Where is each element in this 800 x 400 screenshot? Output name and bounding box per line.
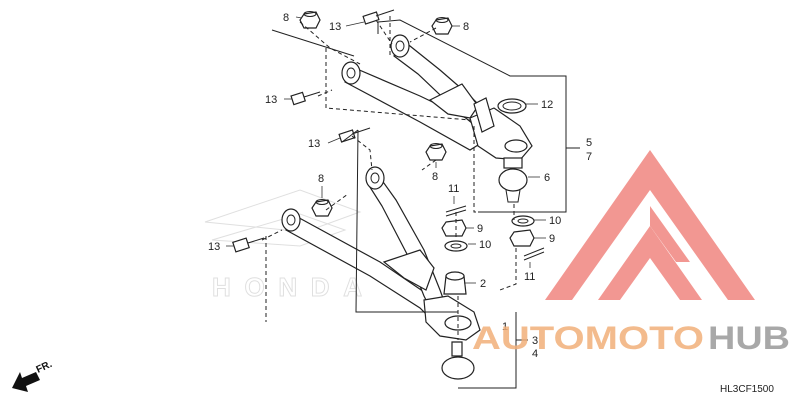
honda-text: HONDA xyxy=(212,272,362,302)
callout-11: 11 xyxy=(524,271,535,283)
watermark-brand-orange: AUTOMOTO xyxy=(472,320,704,356)
lower-arm-front-bushing xyxy=(365,166,385,190)
nut-8-lower-right xyxy=(425,143,447,161)
bolt-13-lower-2 xyxy=(232,237,265,253)
callout-leaders xyxy=(226,16,546,284)
callout-8: 8 xyxy=(432,171,438,183)
castle-nut-9-right xyxy=(509,229,535,247)
front-label: FR. xyxy=(35,359,54,376)
bolt-13-upper-2 xyxy=(290,91,321,106)
watermark-brand-gray: HUB xyxy=(708,320,790,356)
callout-4: 4 xyxy=(532,348,538,360)
upper-ball-joint-6 xyxy=(498,157,528,203)
callout-8: 8 xyxy=(463,21,469,33)
lower-arm-balljoint-eye xyxy=(444,315,472,331)
assembly-dash-lines xyxy=(261,16,517,340)
washer-10-right xyxy=(511,215,535,227)
upper-arm-bracket-tab xyxy=(473,97,495,133)
castle-nut-9-left xyxy=(441,219,467,237)
callout-10: 10 xyxy=(549,215,561,227)
callout-13: 13 xyxy=(329,21,341,33)
nut-8-lower-left xyxy=(311,199,333,217)
lower-arm-gusset xyxy=(382,249,435,291)
callout-9: 9 xyxy=(549,233,555,245)
callout-1: 1 xyxy=(502,321,508,333)
lower-arm-assembly xyxy=(281,166,481,341)
callout-12: 12 xyxy=(541,99,553,111)
callout-10: 10 xyxy=(479,239,491,251)
lower-arm-rear-bushing xyxy=(281,208,301,232)
automotohub-watermark: AUTOMOTO HUB xyxy=(472,150,790,356)
callout-13: 13 xyxy=(208,241,220,253)
callout-6: 6 xyxy=(544,172,550,184)
front-arrow-icon xyxy=(12,372,40,392)
upper-arm-balljoint-eye xyxy=(504,139,528,153)
washer-10-left xyxy=(444,240,468,252)
bolt-13-upper-1 xyxy=(362,9,395,25)
callout-11: 11 xyxy=(448,183,459,195)
callout-8: 8 xyxy=(283,12,289,24)
upper-arm-front-bushing xyxy=(390,34,410,58)
cotter-pin-11-lower xyxy=(523,247,545,261)
lower-ball-joint xyxy=(441,341,475,380)
bracket-lines xyxy=(271,19,580,389)
bolt-13-lower-1 xyxy=(338,127,371,143)
upper-arm-gusset xyxy=(428,83,479,119)
front-direction-indicator: FR. xyxy=(12,359,54,392)
callout-numbers: 8 13 8 13 12 5 7 6 13 8 8 11 9 10 10 9 1… xyxy=(208,12,592,360)
circlip-12 xyxy=(497,98,527,114)
nut-8-upper-left xyxy=(299,11,321,29)
callout-5: 5 xyxy=(586,137,592,149)
callout-9: 9 xyxy=(477,223,483,235)
callout-8: 8 xyxy=(318,173,324,185)
diagram-code: HL3CF1500 xyxy=(720,384,774,395)
dust-boot-2 xyxy=(443,271,467,295)
upper-arm-assembly xyxy=(341,34,533,161)
callout-3: 3 xyxy=(532,335,538,347)
nut-8-upper-right xyxy=(431,17,453,35)
upper-arm-rear-bushing xyxy=(341,61,361,85)
callout-2: 2 xyxy=(480,278,486,290)
callout-13: 13 xyxy=(308,138,320,150)
watermark-triangle-logo xyxy=(545,150,755,300)
callout-13: 13 xyxy=(265,94,277,106)
callout-7: 7 xyxy=(586,151,592,163)
